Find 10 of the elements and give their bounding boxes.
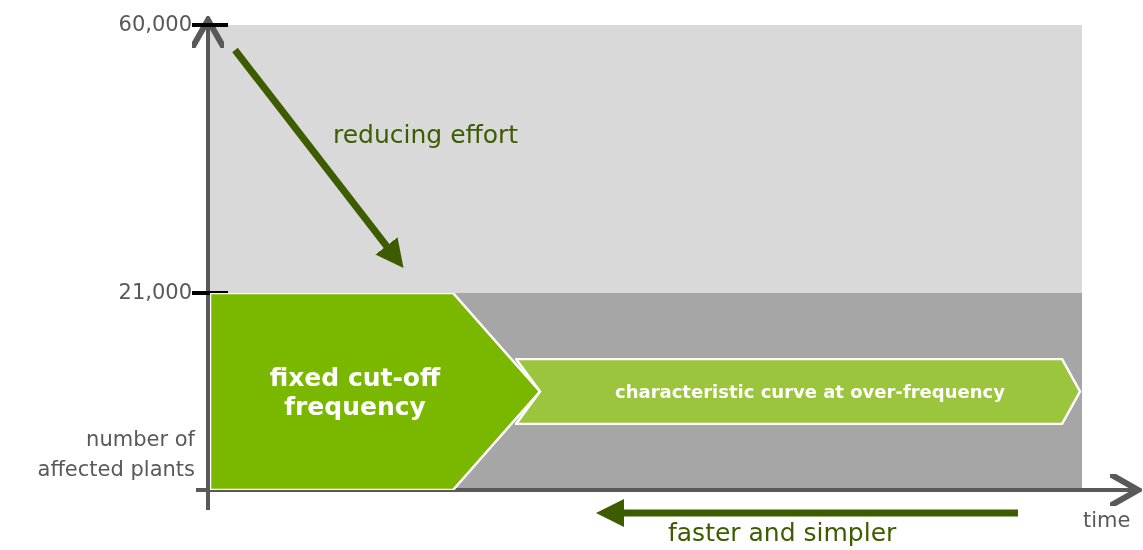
chevron-arrow: [515, 358, 1082, 425]
chevron-arrow: [210, 293, 540, 490]
axis-value: 21,000: [118, 280, 192, 304]
direction-label: reducing effort: [333, 120, 519, 149]
stage-label: characteristic curve at over-frequency: [614, 381, 1006, 402]
axis-title: time: [1083, 508, 1131, 532]
stage-label: fixed cut-off frequency: [268, 362, 442, 421]
direction-label: faster and simpler: [668, 518, 897, 547]
axis-value: 60,000: [118, 12, 192, 36]
axis-title: number of affected plants: [36, 426, 195, 483]
